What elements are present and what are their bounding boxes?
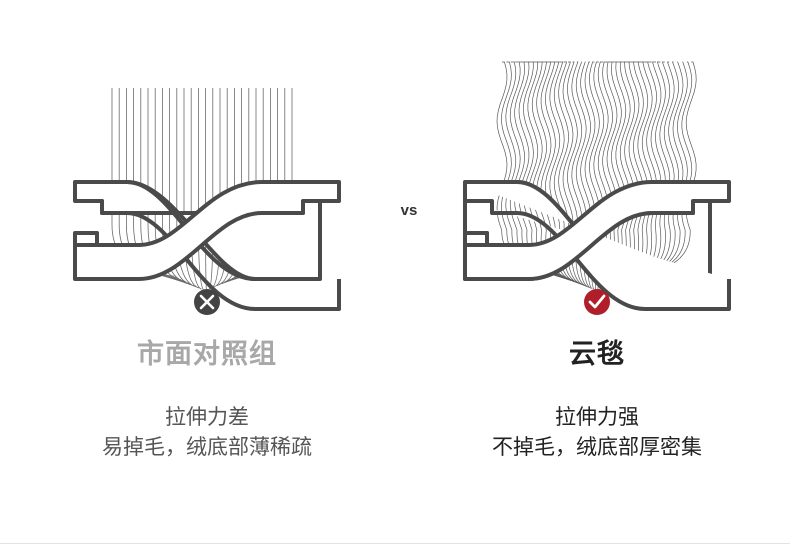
- comparison-panel-market: 市面对照组 拉伸力差 易掉毛，绒底部薄稀疏: [57, 0, 357, 545]
- market-product-title: 市面对照组: [137, 339, 277, 370]
- market-desc-line1: 拉伸力差: [165, 405, 249, 429]
- comparison-panel-yuntan: 云毯 拉伸力强 不掉毛，绒底部厚密集: [447, 0, 747, 545]
- braid-strands: [73, 180, 341, 311]
- status-badge: [584, 289, 610, 315]
- vs-label: vs: [400, 202, 418, 219]
- yuntan-desc-line1: 拉伸力强: [555, 405, 639, 429]
- market-desc-line2: 易掉毛，绒底部薄稀疏: [102, 435, 312, 459]
- braid-strands: [463, 180, 731, 311]
- check-icon: [588, 294, 606, 309]
- yuntan-desc-line2: 不掉毛，绒底部厚密集: [492, 435, 702, 459]
- yuntan-product-title: 云毯: [569, 339, 625, 370]
- sparse-fiber-weave-illustration: [73, 88, 341, 315]
- bottom-divider: [0, 543, 790, 544]
- status-badge: [194, 289, 220, 315]
- dense-fiber-weave-illustration: [463, 61, 731, 315]
- cross-icon: [199, 294, 215, 310]
